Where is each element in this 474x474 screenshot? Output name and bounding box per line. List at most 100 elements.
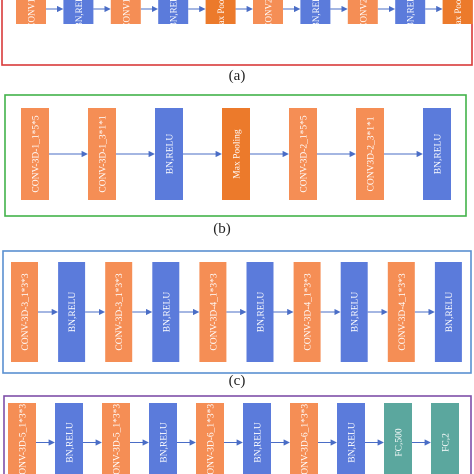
block-label: CONV2_1: [264, 0, 274, 29]
block-conv-c-2: CONV-3D-3_1*3*3: [105, 262, 133, 362]
conv-block-rect: [293, 262, 321, 362]
conv-block-rect: [289, 108, 317, 200]
block-label: CONV-3D-2_1*5*5: [300, 115, 310, 192]
block-conv-c-4: CONV-3D-4_1*3*3: [199, 262, 227, 362]
block-label: CONV-3D-6_1*3*3: [301, 404, 311, 474]
panel-caption-c: (c): [229, 373, 246, 389]
block-conv-b-0: CONV-3D-1_1*5*5: [21, 108, 49, 200]
block-label: CONV-3D-6_1*3*3: [207, 404, 217, 474]
conv-block-rect: [21, 108, 49, 200]
conv-block-rect: [199, 262, 227, 362]
bn-block-rect: [55, 403, 83, 474]
bn-block-rect: [423, 108, 451, 200]
block-label: BN,RELU: [162, 292, 172, 333]
panel-captions: (a) (b) (c): [213, 68, 245, 389]
conv-block-rect: [253, 0, 283, 24]
block-fc-d-8: FC,500: [384, 403, 412, 474]
block-conv-c-0: CONV-3D-3_1*3*3: [11, 262, 38, 362]
conv-block-rect: [110, 0, 141, 24]
block-bn-d-5: BN,RELU: [243, 403, 271, 474]
conv-block-rect: [102, 403, 130, 474]
bn-block-rect: [434, 262, 462, 362]
block-conv-a-2: CONV1_2: [110, 0, 141, 29]
block-label: CONV1_1: [27, 0, 37, 29]
block-bn-a-6: BN,RELU: [300, 0, 331, 28]
block-conv-d-6: CONV-3D-6_1*3*3: [290, 403, 318, 474]
block-bn-c-7: BN,RELU: [340, 262, 368, 362]
bn-block-rect: [337, 403, 365, 474]
fc-block-rect: [431, 403, 459, 474]
block-label: BN,RELU: [68, 292, 78, 333]
block-label: BN,RELU: [66, 422, 76, 463]
block-pool-a-9: Max Pooling: [442, 0, 473, 32]
bn-block-rect: [395, 0, 426, 24]
block-bn-a-8: BN,RELU: [395, 0, 426, 28]
block-bn-c-5: BN,RELU: [246, 262, 274, 362]
bn-block-rect: [246, 262, 274, 362]
block-bn-c-1: BN,RELU: [58, 262, 86, 362]
block-bn-d-7: BN,RELU: [337, 403, 365, 474]
block-conv-a-7: CONV2_2: [347, 0, 378, 29]
block-pool-b-3: Max Pooling: [222, 108, 250, 200]
block-conv-b-4: CONV-3D-2_1*5*5: [289, 108, 317, 200]
block-label: BN,RELU: [434, 134, 444, 175]
block-conv-b-5: CONV3D-2_3*1*1: [356, 108, 384, 200]
conv-block-rect: [387, 262, 415, 362]
block-label: CONV1_2: [121, 0, 131, 29]
block-conv-a-0: CONV1_1: [16, 0, 46, 29]
conv-block-rect: [88, 108, 116, 200]
block-label: CONV-3D-4_1*3*3: [304, 273, 314, 350]
block-bn-b-6: BN,RELU: [423, 108, 451, 200]
bn-block-rect: [340, 262, 368, 362]
block-label: CONV-3D-5_1*3*3: [19, 404, 29, 474]
block-label: CONV2_2: [358, 0, 368, 29]
block-label: Max Pooling: [453, 0, 463, 32]
block-label: CONV-3D-4_1*3*3: [398, 273, 408, 350]
conv-block-rect: [8, 403, 36, 474]
block-label: BN,RELU: [351, 292, 361, 333]
panel-frame-b: [4, 94, 467, 217]
block-label: CONV3D-2_3*1*1: [367, 116, 377, 191]
bn-block-rect: [63, 0, 94, 24]
connector-arrows: [36, 5, 443, 446]
block-conv-c-8: CONV-3D-4_1*3*3: [387, 262, 415, 362]
block-bn-d-1: BN,RELU: [55, 403, 83, 474]
conv-block-rect: [16, 0, 46, 24]
block-label: BN,RELU: [160, 422, 170, 463]
block-label: BN,RELU: [311, 0, 321, 28]
block-label: CONV-3D-1_3*1*1: [99, 115, 109, 192]
block-label: Max Pooling: [233, 129, 243, 179]
block-label: BN,RELU: [254, 422, 264, 463]
block-conv-d-4: CONV-3D-6_1*3*3: [196, 403, 224, 474]
block-label: CONV-3D-3_1*3*3: [115, 273, 125, 350]
conv-block-rect: [356, 108, 384, 200]
block-label: BN,RELU: [348, 422, 358, 463]
block-label: BN,RELU: [169, 0, 179, 28]
conv-block-rect: [11, 262, 38, 362]
block-label: FC,500: [395, 428, 405, 456]
block-fc-d-9: FC,2: [431, 403, 459, 474]
bn-block-rect: [155, 108, 183, 200]
block-label: FC,2: [442, 433, 452, 452]
conv-block-rect: [290, 403, 318, 474]
pool-block-rect: [442, 0, 473, 24]
panel-caption-b: (b): [213, 221, 231, 237]
block-bn-b-2: BN,RELU: [155, 108, 183, 200]
pool-block-rect: [222, 108, 250, 200]
block-label: CONV-3D-5_1*3*3: [113, 404, 123, 474]
block-pool-a-4: Max Pooling: [205, 0, 236, 32]
bn-block-rect: [152, 262, 180, 362]
panel-caption-a: (a): [229, 68, 246, 84]
panel-frame-a: [1, 0, 473, 66]
block-label: CONV-3D-3_1*3*3: [21, 273, 31, 350]
block-conv-c-6: CONV-3D-4_1*3*3: [293, 262, 321, 362]
panel-frame-d: [3, 395, 472, 474]
conv-block-rect: [347, 0, 378, 24]
conv-block-rect: [105, 262, 133, 362]
bn-block-rect: [58, 262, 86, 362]
conv-block-rect: [196, 403, 224, 474]
block-bn-a-3: BN,RELU: [158, 0, 189, 28]
panel-frame-c: [2, 250, 472, 374]
